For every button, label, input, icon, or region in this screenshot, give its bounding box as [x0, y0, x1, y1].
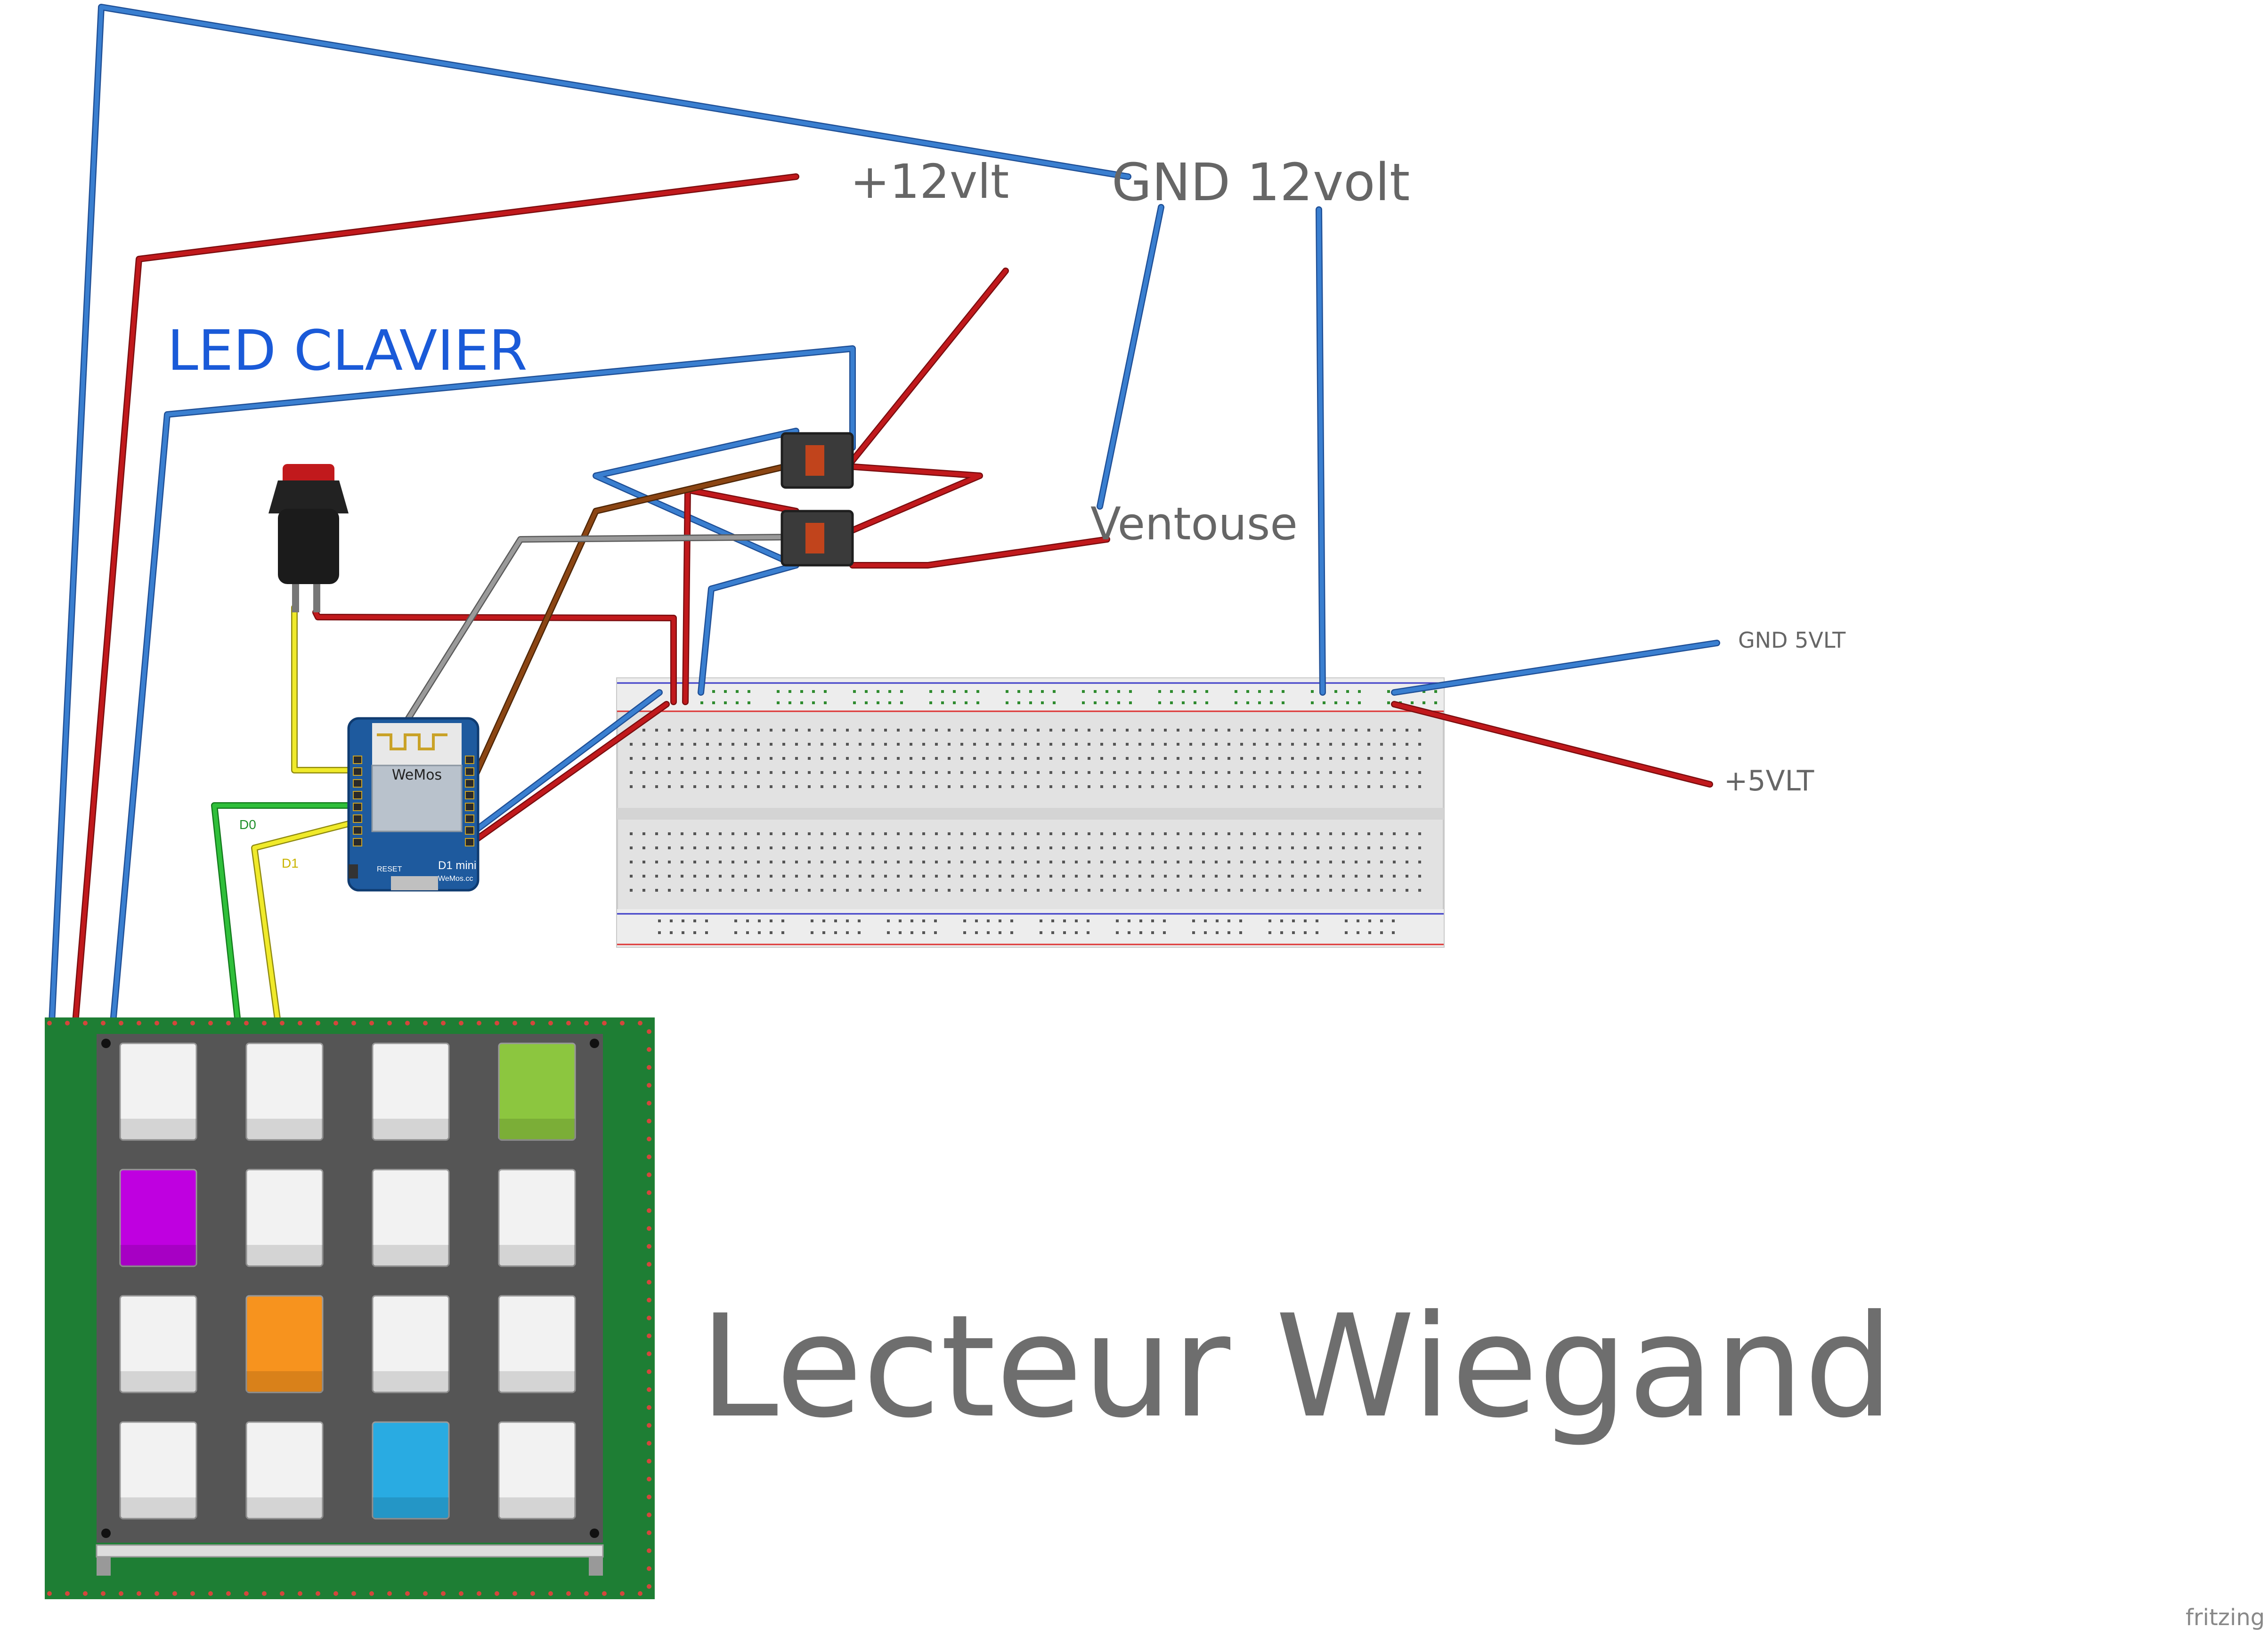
- label-gnd5: GND 5VLT: [1738, 627, 1846, 653]
- d1-model: D1 mini: [438, 859, 476, 872]
- relay-1: [780, 432, 854, 489]
- wires: [49, 4, 1720, 1025]
- d1-brand: WeMos: [392, 767, 442, 783]
- breadboard: [616, 677, 1445, 948]
- wire-yellow-d1: [251, 819, 359, 1025]
- wire-yellow-button: [291, 604, 359, 773]
- keypad-key[interactable]: [372, 1042, 450, 1141]
- keypad-key[interactable]: [119, 1421, 197, 1520]
- label-plus12: +12vlt: [850, 154, 1009, 209]
- label-led-clavier: LED CLAVIER: [167, 318, 528, 383]
- title-lecteur-wiegand: Lecteur Wiegand: [699, 1285, 1894, 1449]
- keypad-key[interactable]: [498, 1421, 576, 1520]
- keypad-key[interactable]: [245, 1421, 324, 1520]
- keypad-key[interactable]: [498, 1169, 576, 1267]
- keypad-key[interactable]: [245, 1042, 324, 1141]
- keypad-key[interactable]: [498, 1042, 576, 1141]
- d1-pin-headers: [353, 756, 474, 846]
- keypad: [45, 1017, 655, 1599]
- keypad-key[interactable]: [119, 1169, 197, 1267]
- breadboard-holes: [630, 690, 1437, 934]
- keypad-keys: [119, 1042, 576, 1520]
- push-button: [268, 464, 349, 612]
- fritzing-watermark: fritzing: [2186, 1604, 2265, 1631]
- keypad-key[interactable]: [372, 1295, 450, 1393]
- keypad-key[interactable]: [119, 1295, 197, 1393]
- label-plus5: +5VLT: [1724, 765, 1814, 797]
- label-d1: D1: [282, 856, 299, 870]
- d1-site: WeMos.cc: [438, 875, 473, 883]
- d1-mini-board: WeMos RESET D1 mini WeMos.cc: [347, 717, 480, 892]
- keypad-key[interactable]: [245, 1295, 324, 1393]
- label-gnd12: GND 12volt: [1112, 152, 1410, 212]
- keypad-edge-pads: [47, 1021, 651, 1596]
- label-d0: D0: [239, 817, 256, 832]
- keypad-key[interactable]: [372, 1421, 450, 1520]
- d1-reset-label: RESET: [377, 865, 402, 873]
- keypad-key[interactable]: [498, 1295, 576, 1393]
- keypad-key[interactable]: [245, 1169, 324, 1267]
- label-ventouse: Ventouse: [1090, 498, 1298, 550]
- keypad-key[interactable]: [119, 1042, 197, 1141]
- keypad-key[interactable]: [372, 1169, 450, 1267]
- relay-2: [780, 510, 854, 567]
